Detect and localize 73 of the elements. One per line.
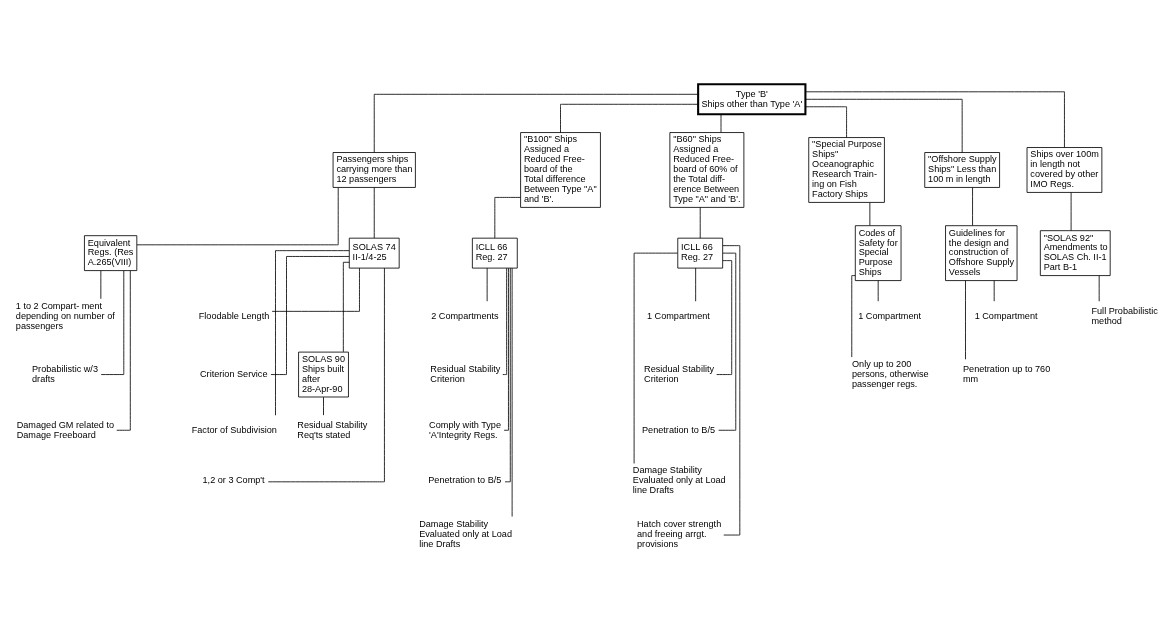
node-text: Penetration up to 760 mm xyxy=(963,363,1051,384)
node-text: Residual Stability Req'ts stated xyxy=(297,419,368,440)
node-box: ICLL 66 Reg. 27 xyxy=(471,237,518,269)
node-text: Residual Stability Criterion xyxy=(644,363,715,384)
connector xyxy=(805,98,963,153)
connector xyxy=(972,186,973,226)
connector xyxy=(100,269,125,375)
connector xyxy=(805,90,1065,148)
connector xyxy=(275,249,350,416)
node-text: Hatch cover strength and freeing arrgt. provisions xyxy=(637,518,722,549)
connector xyxy=(270,255,350,375)
node-text: Floodable Length xyxy=(198,310,270,321)
node-text: 2 Compartments xyxy=(431,310,499,321)
connector xyxy=(560,103,699,133)
node-text: Residual Stability Criterion xyxy=(430,363,501,384)
connector xyxy=(486,267,488,302)
node-text: Penetration to B/5 xyxy=(428,474,502,485)
connector xyxy=(851,274,856,357)
connector xyxy=(504,267,511,482)
node-box: "Offshore Supply Ships" Less than 100 m in length xyxy=(924,151,1000,188)
node-text: 1 to 2 Compart- ment depending on number of passengers xyxy=(15,300,115,331)
node-box: Type 'B' Ships other than Type 'A' xyxy=(697,82,807,115)
node-text: 1 Compartment xyxy=(974,310,1038,321)
node-box: Guidelines for the design and construction of Offshore Supply Vessels xyxy=(945,224,1018,281)
node-box: Ships over 100m in length not covered by other IMO Regs. xyxy=(1026,146,1103,193)
connector xyxy=(633,252,678,464)
connector xyxy=(877,279,879,302)
connector xyxy=(993,279,995,302)
connector xyxy=(373,186,375,238)
connector xyxy=(511,267,513,517)
connector xyxy=(699,206,701,239)
connector xyxy=(342,261,350,352)
node-box: "B100" Ships Assigned a Reduced Free- board of the Total difference Between Type "A" and 'B'. xyxy=(520,131,601,208)
node-text: 1,2 or 3 Comp't xyxy=(202,474,265,485)
node-text: Penetration to B/5 xyxy=(642,424,716,435)
node-box: SOLAS 74 II-1/4-25 xyxy=(348,237,400,269)
node-box: Equivalent Regs. (Res A.265(VIII) xyxy=(84,234,138,271)
connector xyxy=(503,267,509,431)
connector xyxy=(720,113,722,133)
node-text: Factor of Subdivision xyxy=(191,424,277,435)
node-box: SOLAS 90 Ships built after 28-Apr-90 xyxy=(298,351,349,397)
connector xyxy=(502,267,508,375)
node-text: Damaged GM related to Damage Freeboard xyxy=(16,419,115,440)
node-text: Damage Stability Evaluated only at Load line Drafts xyxy=(419,518,512,549)
node-box: "Special Purpose Ships" Oceanographic Research Train- ing on Fish Factory Ships xyxy=(808,136,885,203)
connector xyxy=(1098,274,1100,302)
connector xyxy=(965,279,966,360)
node-box: Codes of Safety for Special Purpose Ships xyxy=(854,224,902,281)
node-text: 1 Compartment xyxy=(858,310,922,321)
node-text: Only up to 200 persons, otherwise passenger regs. xyxy=(851,358,929,389)
node-box: "B60" Ships Assigned a Reduced Free- board of 60% of the Total diff- erence Between Type "A" and 'B'. xyxy=(669,131,745,208)
node-box: "SOLAS 92" Amendments to SOLAS Ch. II-1 Part B-1 xyxy=(1039,229,1111,276)
connector xyxy=(323,396,324,416)
node-text: Full Probabilistic method xyxy=(1091,305,1158,326)
connector xyxy=(718,252,737,431)
connector xyxy=(136,186,339,245)
connector xyxy=(716,259,733,375)
connector xyxy=(1070,191,1072,231)
connector xyxy=(100,269,102,299)
connector xyxy=(869,201,871,226)
node-text: Comply with Type 'A'Integrity Regs. xyxy=(429,419,501,440)
node-text: Damage Stability Evaluated only at Load line Drafts xyxy=(632,464,726,495)
connector xyxy=(805,105,847,138)
node-text: 1 Compartment xyxy=(647,310,710,321)
connector xyxy=(695,267,697,302)
connector xyxy=(267,267,385,482)
connector xyxy=(494,196,521,238)
connector xyxy=(271,267,360,312)
node-box: Passengers ships carrying more than 12 passengers xyxy=(332,151,416,188)
connector xyxy=(373,93,699,153)
node-text: Probabilistic w/3 drafts xyxy=(32,363,98,384)
node-box: ICLL 66 Reg. 27 xyxy=(677,237,724,269)
node-text: Criterion Service xyxy=(200,368,268,379)
